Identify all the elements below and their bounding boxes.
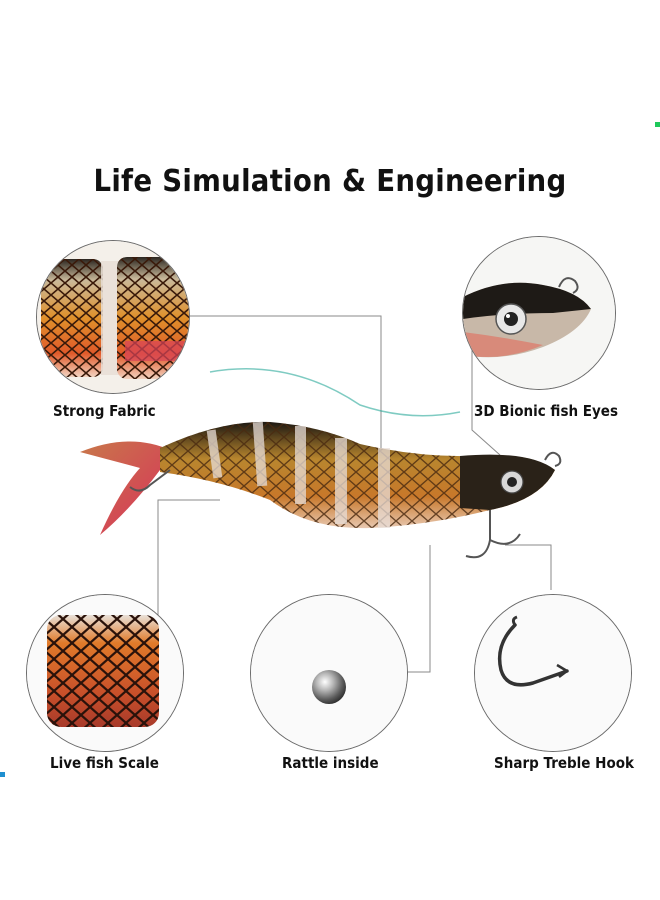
treble-hook-label: Sharp Treble Hook [494,754,634,772]
treble-hook-circle [474,594,632,752]
bionic-eyes-label: 3D Bionic fish Eyes [474,402,618,420]
fish-head-eye-image [463,237,615,389]
strong-fabric-label: Strong Fabric [53,402,156,420]
hook-icon [475,595,631,751]
lure-segment-closeup-image [37,241,189,393]
scale-pattern-closeup-image [27,595,183,751]
page-title: Life Simulation & Engineering [93,164,567,199]
accent-dot-green [655,122,660,127]
fish-scale-label: Live fish Scale [50,754,159,772]
accent-dot-blue [0,772,5,777]
fish-scale-circle [26,594,184,752]
rattle-label: Rattle inside [282,754,379,772]
steel-ball-icon [251,595,407,751]
bionic-eyes-circle [462,236,616,390]
rattle-circle [250,594,408,752]
multi-jointed-lure-image [80,368,562,559]
strong-fabric-circle [36,240,190,394]
